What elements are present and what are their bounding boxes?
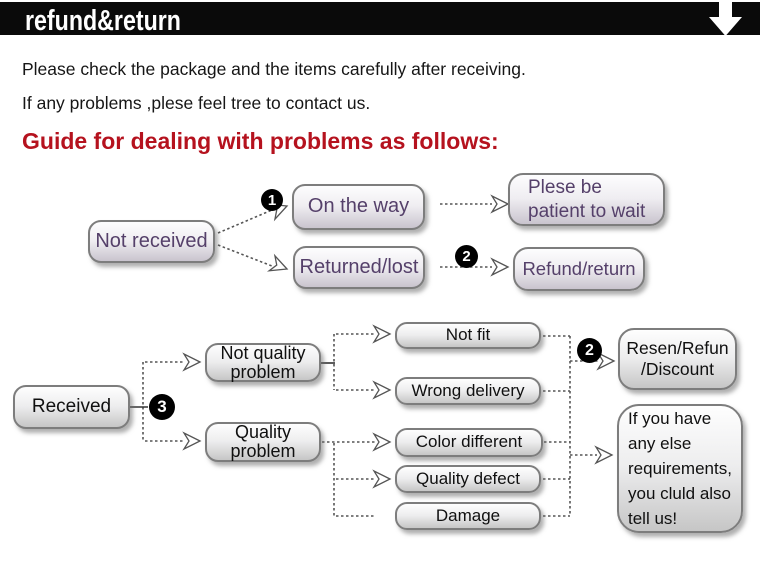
intro-line-1: Please check the package and the items c… bbox=[22, 59, 526, 79]
flow-box-refund-return: Refund/return bbox=[513, 247, 645, 291]
flow-box-label-line: /Discount bbox=[641, 359, 714, 379]
page-title: refund&return bbox=[25, 5, 181, 37]
flow-box-label-line: patient to wait bbox=[528, 200, 646, 222]
flow-box-label: Wrong delivery bbox=[411, 380, 525, 400]
flow-box-wrong-delivery: Wrong delivery bbox=[395, 377, 541, 405]
flow-box-label-line: Plese be bbox=[528, 177, 602, 199]
flow-box-other-requirements: If you have any else requirements, you c… bbox=[617, 404, 743, 533]
flow-box-label-line: requirements, bbox=[628, 458, 732, 478]
flow-box-label: Received bbox=[31, 395, 112, 417]
flow-box-label-line: If you have bbox=[628, 408, 712, 428]
guide-heading: Guide for dealing with problems as follo… bbox=[22, 128, 499, 154]
flow-box-resend-refund-discount: Resen/Refun /Discount bbox=[618, 328, 737, 390]
flow-box-damage: Damage bbox=[395, 502, 541, 530]
step-badge-2: 2 bbox=[455, 245, 478, 268]
header-bar: refund&return bbox=[0, 2, 760, 37]
flow-box-label-line: problem bbox=[230, 361, 296, 382]
intro-line-2: If any problems ,plese feel tree to cont… bbox=[22, 93, 371, 113]
flow-box-color-different: Color different bbox=[395, 428, 543, 457]
flow-box-label: Returned/lost bbox=[299, 255, 419, 278]
flow-box-label: On the way bbox=[307, 195, 410, 218]
flow-box-on-the-way: On the way bbox=[292, 184, 425, 230]
flow-box-quality-defect: Quality defect bbox=[395, 465, 541, 493]
flow-box-label-line: Resen/Refun bbox=[626, 338, 729, 358]
flow-box-label: Refund/return bbox=[522, 258, 636, 280]
flow-box-label-line: any else bbox=[628, 433, 692, 453]
flow-box-returned-lost: Returned/lost bbox=[293, 246, 425, 289]
flow-box-label: Damage bbox=[435, 505, 501, 525]
flow-box-quality-problem: Quality problem bbox=[205, 422, 321, 462]
step-badge-3: 3 bbox=[149, 394, 175, 420]
flow-box-label: Not fit bbox=[445, 325, 491, 345]
flow-box-not-quality-problem: Not quality problem bbox=[205, 343, 321, 382]
flow-box-label: Color different bbox=[415, 432, 523, 452]
flow-box-not-received: Not received bbox=[88, 220, 215, 263]
flow-box-label: Not received bbox=[95, 229, 208, 252]
flow-box-label-line: Not quality bbox=[220, 342, 306, 363]
flow-box-label-line: problem bbox=[230, 441, 296, 461]
down-arrow-icon bbox=[709, 0, 742, 36]
step-badge-1: 1 bbox=[261, 189, 283, 211]
flow-box-label-line: tell us! bbox=[628, 509, 678, 529]
step-badge-2-received: 2 bbox=[577, 338, 602, 363]
flow-box-patient-to-wait: Plese be patient to wait bbox=[508, 173, 665, 226]
flow-box-not-fit: Not fit bbox=[395, 322, 541, 349]
flow-box-label-line: you cluld also bbox=[628, 484, 732, 504]
flow-box-received: Received bbox=[13, 385, 130, 429]
flow-box-label-line: Quality bbox=[234, 422, 292, 443]
flow-box-label: Quality defect bbox=[416, 468, 520, 488]
